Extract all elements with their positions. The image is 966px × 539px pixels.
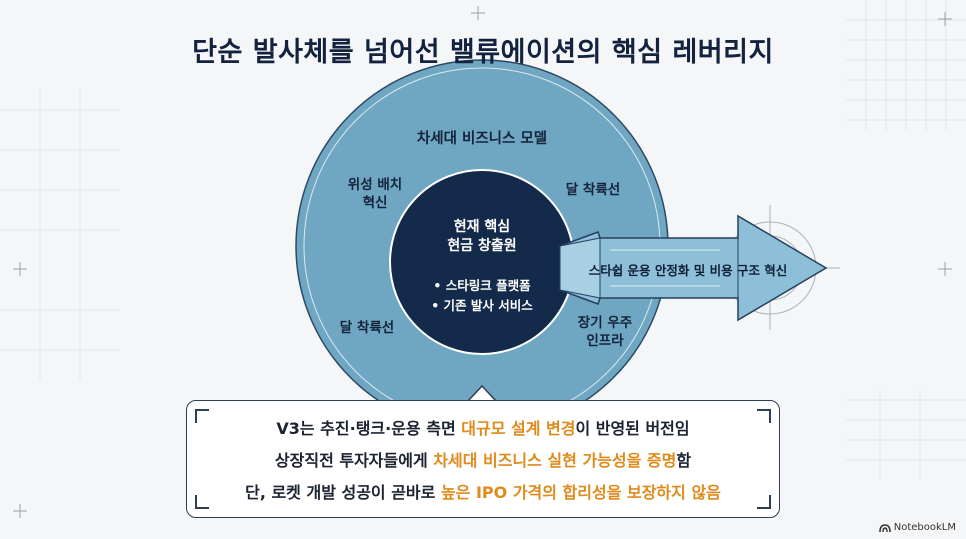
core-bullets: • 스타링크 플랫폼 • 기존 발사 서비스 [402,276,562,316]
crosshair-marks [13,6,952,518]
arrow-label: 스타쉽 운용 안정화 및 비용 구조 혁신 [588,263,788,278]
callout-line-3: 단, 로켓 개발 성공이 곧바로 높은 IPO 가격의 합리성을 보장하지 않음 [187,479,779,503]
ring-segment-lunar-lander-left: 달 착륙선 [339,320,395,336]
ring-segment-lunar-lander-right: 달 착륙선 [565,182,621,198]
grid-panel-left [0,90,120,380]
core-bullet-starlink: • 스타링크 플랫폼 [433,278,531,293]
callout-line-2-text: 상장직전 투자자들에게 [274,451,434,470]
core-title: 현재 핵심 현금 창출원 [447,219,517,254]
callout-line-3-highlight: 높은 IPO 가격의 합리성을 보장하지 않음 [440,483,721,502]
callout-line-1-text: V3는 추진·탱크·운용 측면 [276,419,462,438]
callout-line-2-tail: 함 [676,451,692,470]
brand-name: NotebookLM [893,522,956,533]
callout-line-1: V3는 추진·탱크·운용 측면 대규모 설계 변경이 반영된 버전임 [187,415,779,439]
callout-corner-br [757,495,771,509]
callout-corner-tl [195,409,209,423]
grid-panel-right [846,0,966,480]
callout-corner-tr [757,409,771,423]
callout-line-3-text: 단, 로켓 개발 성공이 곧바로 [245,483,441,502]
ring-segment-space-infra: 장기 우주 인프라 [577,315,633,349]
ring-top-label: 차세대 비즈니스 모델 [416,131,548,147]
brand-watermark: NotebookLM [878,522,956,533]
summary-callout: V3는 추진·탱크·운용 측면 대규모 설계 변경이 반영된 버전임 상장직전 … [186,400,780,518]
callout-line-1-highlight: 대규모 설계 변경 [461,419,576,438]
ring-segment-satellite: 위성 배치 혁신 [347,177,403,211]
core-bullet-launch: • 기존 발사 서비스 [431,298,533,313]
notebooklm-logo-icon [878,523,891,532]
callout-line-1-tail: 이 반영된 버전임 [575,419,690,438]
starship-arrow [559,214,828,322]
callout-line-2: 상장직전 투자자들에게 차세대 비즈니스 실현 가능성을 증명함 [187,447,779,471]
callout-corner-bl [195,495,209,509]
page-title: 단순 발사체를 넘어선 밸류에이션의 핵심 레버리지 [192,37,774,68]
callout-line-2-highlight: 차세대 비즈니스 실현 가능성을 증명 [433,451,677,470]
